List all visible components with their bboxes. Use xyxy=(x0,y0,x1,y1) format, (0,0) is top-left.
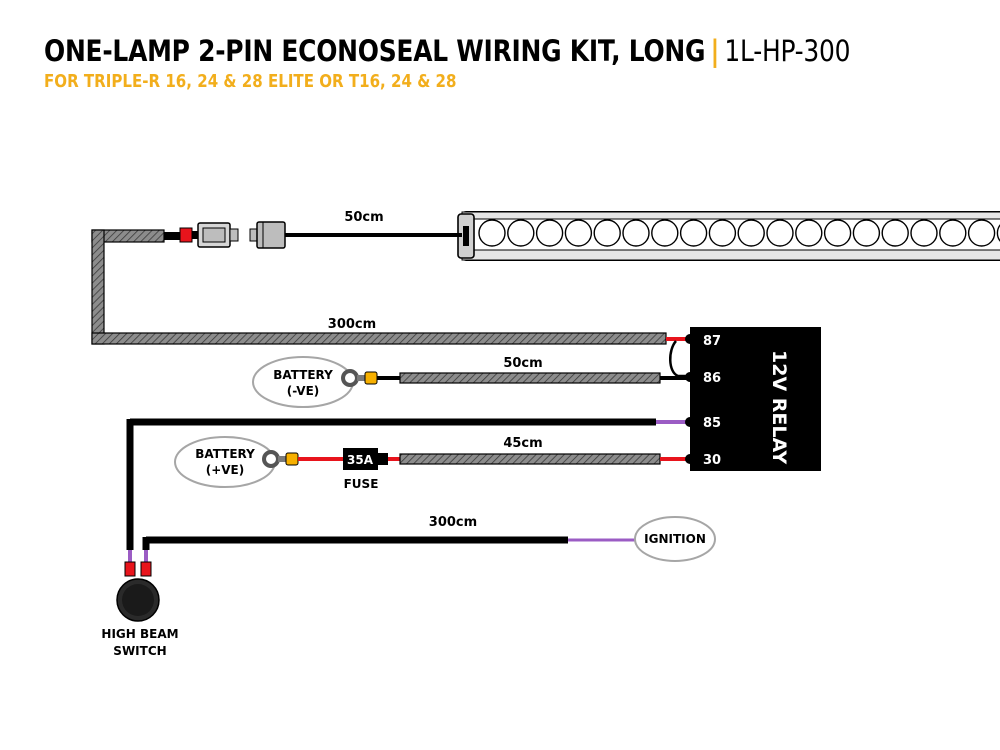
light-bar-lamps xyxy=(478,219,1000,247)
battery-positive-sheath xyxy=(399,453,661,465)
lamp-lens xyxy=(795,219,823,247)
ring-terminal-icon xyxy=(341,369,378,387)
lamp-lens xyxy=(910,219,938,247)
lamp-lens xyxy=(622,219,650,247)
lamp-lens xyxy=(823,219,852,247)
connector-socket-icon xyxy=(249,221,286,249)
battery-negative-bubble xyxy=(252,356,354,408)
switch-label-2: SWITCH xyxy=(113,644,166,658)
relay-bridge-wire xyxy=(669,340,688,378)
lamp-lens xyxy=(939,219,967,247)
battery-positive-bubble xyxy=(174,436,276,488)
lamp-lens xyxy=(679,219,708,247)
lamp-lens xyxy=(967,219,996,247)
relay-pin-85: 85 xyxy=(703,416,721,431)
lamp-lens xyxy=(651,219,679,247)
rocker-switch-icon xyxy=(116,550,160,622)
lamp-lens xyxy=(881,219,909,247)
lamp-lens xyxy=(535,219,564,247)
header: ONE-LAMP 2-PIN ECONOSEAL WIRING KIT, LON… xyxy=(44,34,982,92)
page-subtitle: FOR TRIPLE-R 16, 24 & 28 ELITE OR T16, 2… xyxy=(44,72,457,92)
fuse-icon xyxy=(343,448,388,470)
lamp-lens xyxy=(564,219,593,247)
fuse-rating-label: 35A xyxy=(347,453,374,467)
relay-icon xyxy=(685,327,821,471)
lamp-lens xyxy=(852,219,881,247)
title-text: ONE-LAMP 2-PIN ECONOSEAL WIRING KIT, LON… xyxy=(44,34,706,68)
ring-terminal-icon xyxy=(262,450,299,468)
lamp-lens xyxy=(766,219,794,247)
lamp-lens xyxy=(996,224,1000,242)
light-bar-icon xyxy=(457,211,1000,261)
battery-negative-label-2: (-VE) xyxy=(287,384,320,398)
switch-label-1: HIGH BEAM xyxy=(101,627,178,641)
battery-negative-label-1: BATTERY xyxy=(273,368,333,382)
lamp-lens xyxy=(593,219,621,247)
ignition-length-label: 300cm xyxy=(429,515,477,530)
relay-pin-30: 30 xyxy=(703,453,721,468)
lamp-lens xyxy=(507,219,535,247)
product-code: 1L-HP-300 xyxy=(724,34,851,68)
relay-pin-87: 87 xyxy=(703,334,721,349)
ignition-bubble xyxy=(634,516,716,562)
battery-positive-label-2: (+VE) xyxy=(206,463,245,477)
lamp-lead-length-label: 50cm xyxy=(344,210,383,225)
relay-label: 12V RELAY xyxy=(768,350,790,464)
lamp-lens xyxy=(708,219,737,247)
fuse-label: FUSE xyxy=(344,477,379,491)
lamp-lens xyxy=(478,219,506,247)
relay-pin-86: 86 xyxy=(703,371,721,386)
battery-negative-length-label: 50cm xyxy=(503,356,542,371)
main-loom-length-label: 300cm xyxy=(328,317,376,332)
switch-feed-wire xyxy=(126,418,688,550)
battery-negative-sheath xyxy=(399,372,661,384)
ignition-label: IGNITION xyxy=(644,532,706,546)
title-separator: | xyxy=(710,34,720,68)
ignition-wire xyxy=(142,536,636,550)
lamp-lens xyxy=(737,219,765,247)
battery-positive-label-1: BATTERY xyxy=(195,447,255,461)
connector-plug-icon xyxy=(179,222,239,248)
page-title: ONE-LAMP 2-PIN ECONOSEAL WIRING KIT, LON… xyxy=(44,34,851,68)
battery-positive-length-label: 45cm xyxy=(503,436,542,451)
